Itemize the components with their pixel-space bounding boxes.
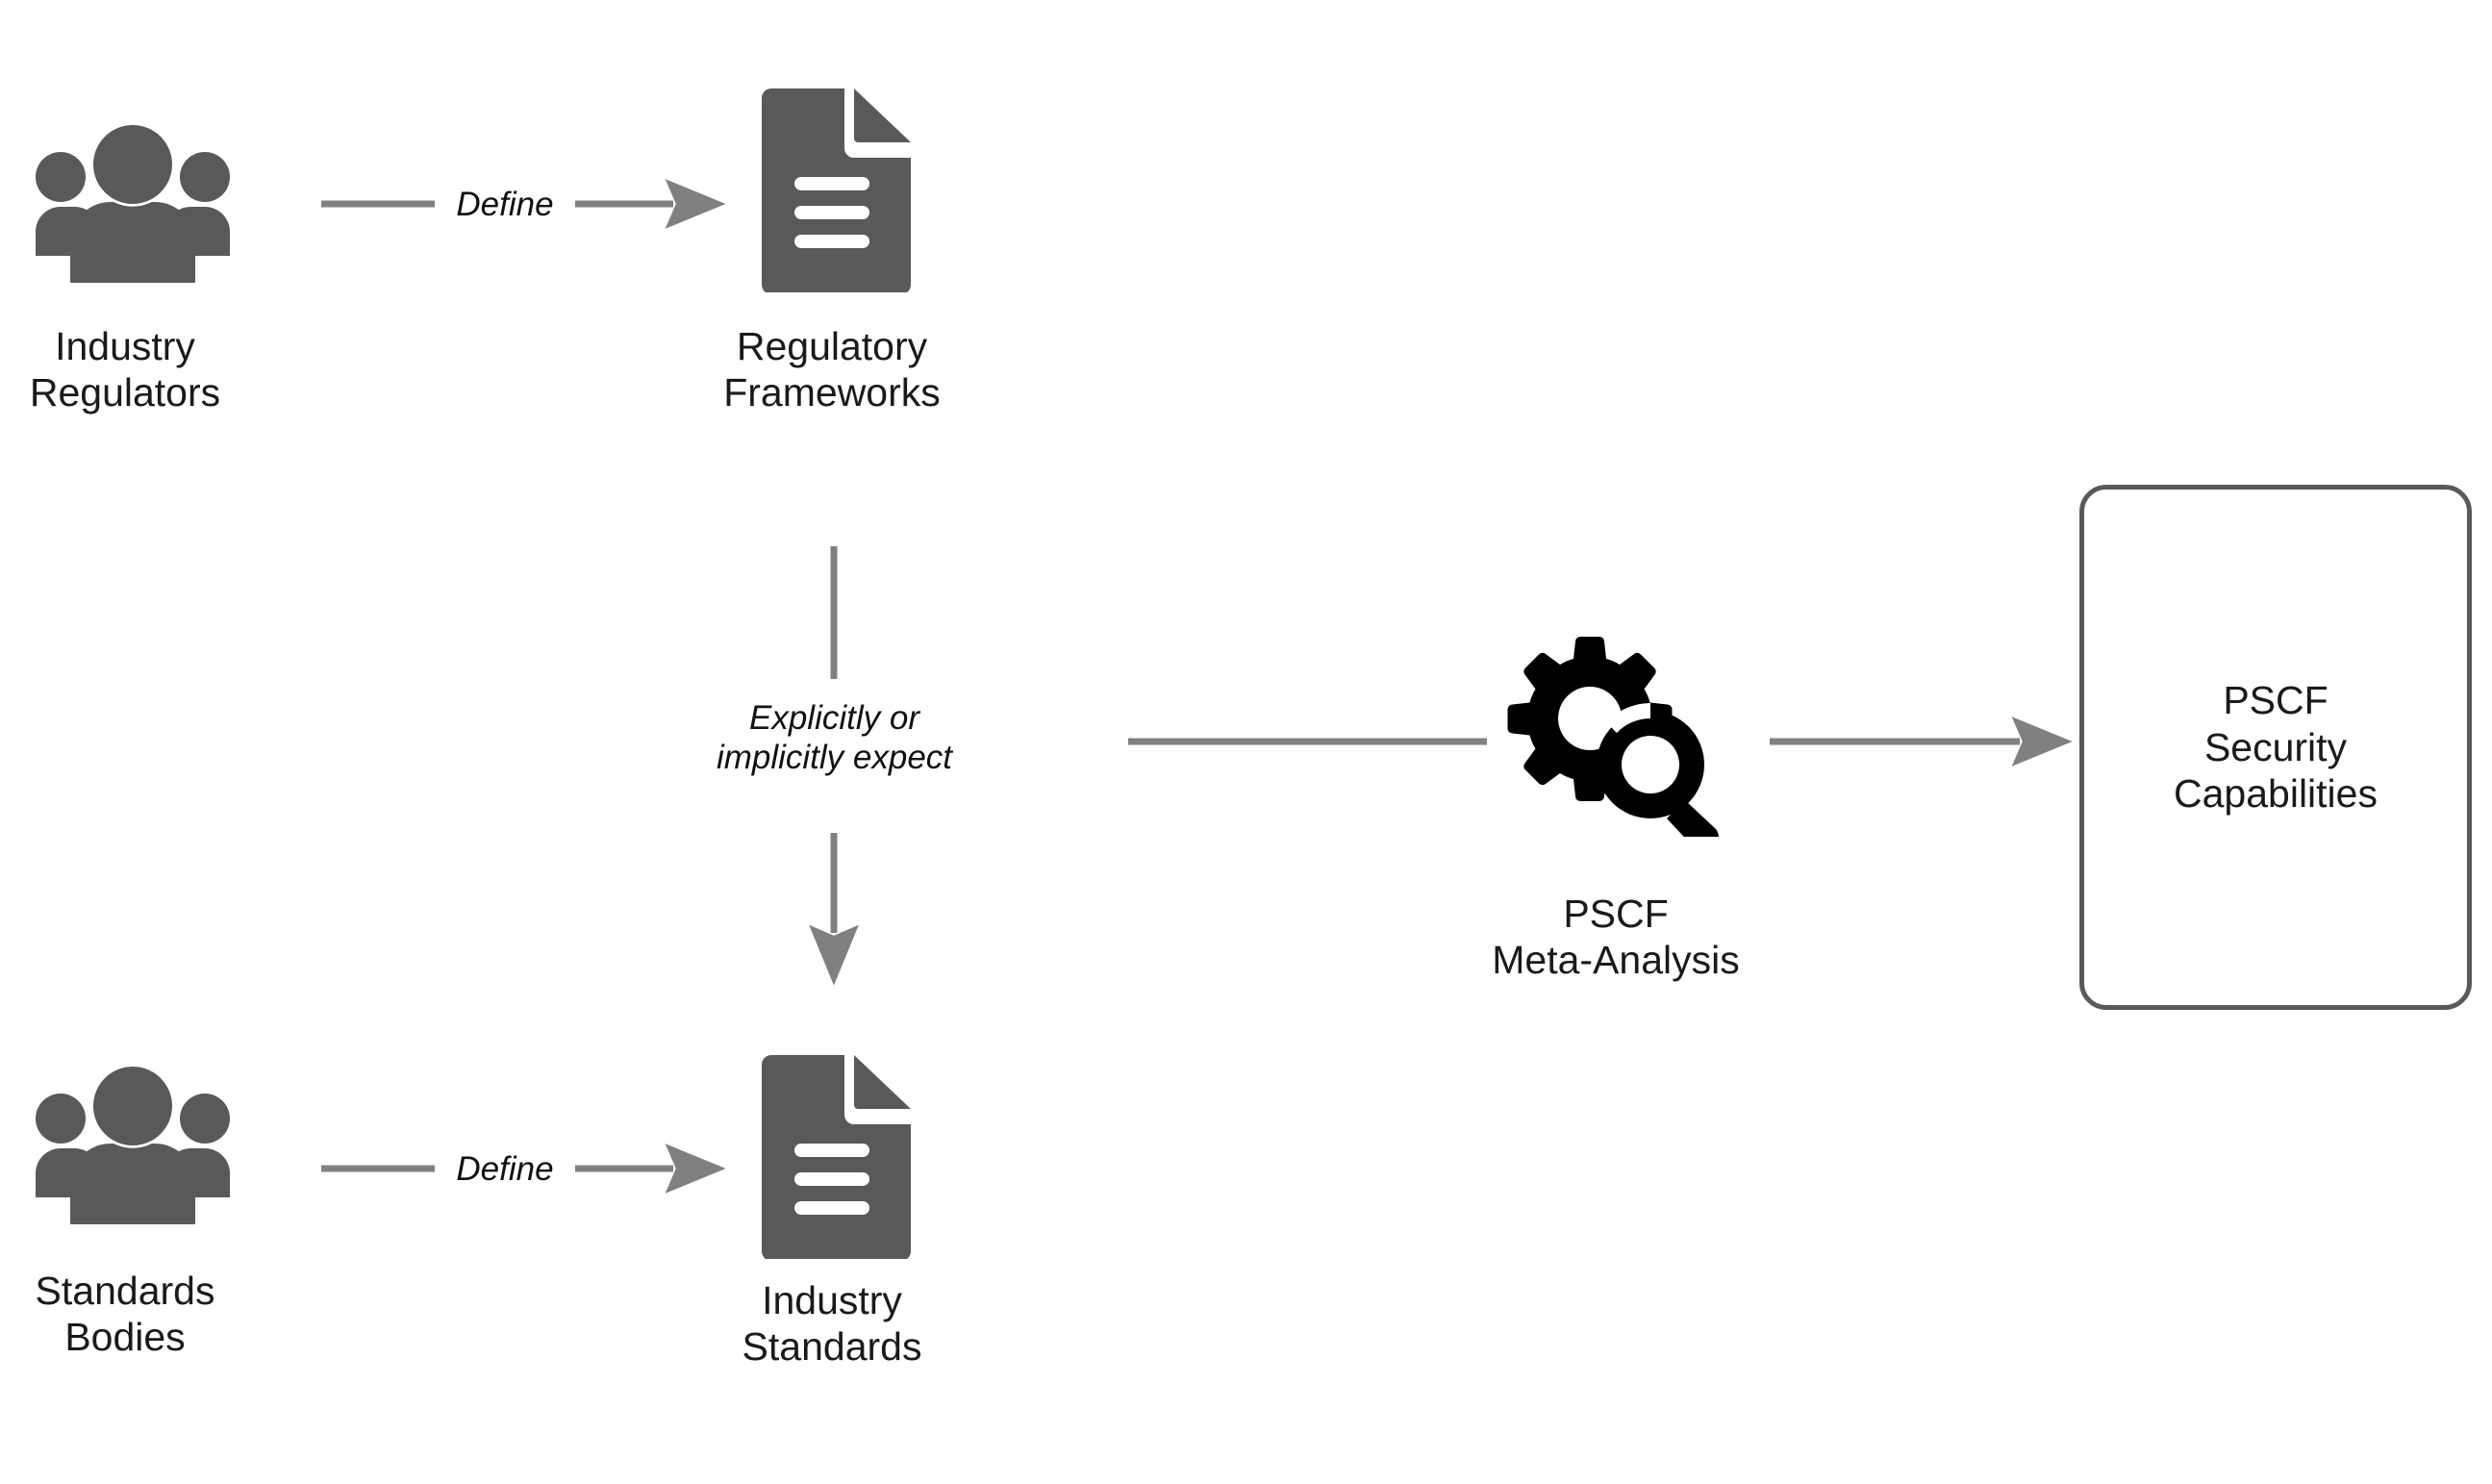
people-group-icon — [36, 125, 230, 289]
edge-label-bodies-define-standards: Define — [456, 1150, 554, 1188]
node-standards-bodies[interactable] — [17, 1063, 248, 1230]
edge-label-frameworks-expect-standards: Explicitly or implicitly expect — [716, 699, 953, 777]
node-label-pscf-security-capabilities: PSCF Security Capabilities — [2174, 678, 2378, 817]
people-group-icon — [36, 1067, 230, 1230]
node-regulatory-frameworks[interactable] — [752, 88, 911, 294]
node-industry-standards[interactable] — [752, 1055, 911, 1261]
node-label-standards-bodies: Standards Bodies — [35, 1269, 215, 1360]
document-icon — [762, 1055, 911, 1261]
node-industry-regulators[interactable] — [17, 121, 248, 289]
node-label-regulatory-frameworks: Regulatory Frameworks — [723, 324, 941, 415]
node-label-pscf-meta-analysis: PSCF Meta-Analysis — [1492, 892, 1740, 983]
document-icon — [762, 88, 911, 294]
node-label-industry-standards: Industry Standards — [742, 1278, 922, 1370]
edge-label-regulators-define-frameworks: Define — [456, 186, 554, 223]
gear-magnifier-icon — [1507, 637, 1719, 852]
node-label-industry-regulators: Industry Regulators — [29, 324, 221, 415]
node-pscf-security-capabilities[interactable]: PSCF Security Capabilities — [2079, 485, 2472, 1010]
node-pscf-meta-analysis[interactable] — [1506, 627, 1727, 852]
